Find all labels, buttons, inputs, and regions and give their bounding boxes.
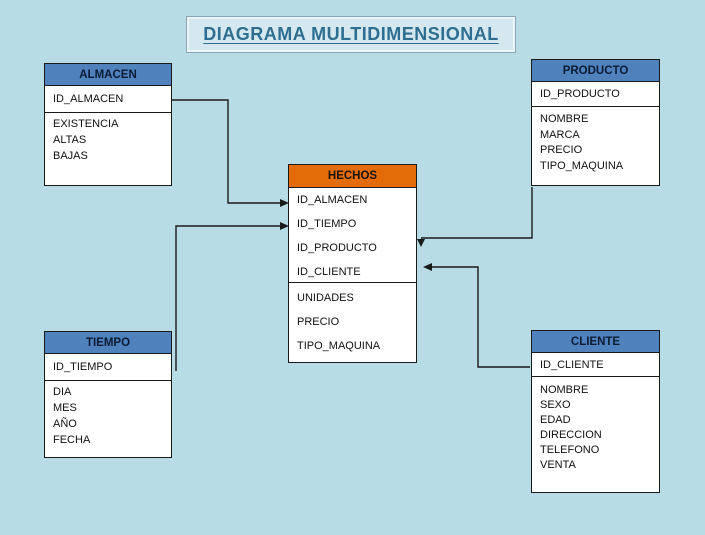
entity-tiempo-primary-key: ID_TIEMPO: [45, 354, 171, 381]
entity-tiempo-header: TIEMPO: [45, 332, 171, 354]
connector-tiempo-hechos: [175, 225, 281, 371]
field-label: AÑO: [53, 418, 77, 430]
entity-hechos[interactable]: HECHOS ID_ALMACEN ID_TIEMPO ID_PRODUCTO …: [288, 164, 417, 363]
foreign-key-label: ID_PRODUCTO: [297, 242, 377, 254]
foreign-key-label: ID_TIEMPO: [297, 218, 357, 230]
measure-label: UNIDADES: [297, 292, 354, 304]
entity-cliente-primary-key: ID_CLIENTE: [532, 353, 659, 377]
field-label: VENTA: [540, 459, 576, 471]
field-label: SEXO: [540, 399, 571, 411]
field-label: MARCA: [540, 128, 580, 141]
measure-label: TIPO_MAQUINA: [297, 340, 381, 352]
entity-hechos-foreign-keys: ID_ALMACEN ID_TIEMPO ID_PRODUCTO ID_CLIE…: [289, 188, 416, 283]
foreign-key-label: ID_ALMACEN: [297, 194, 368, 206]
diagram-title: DIAGRAMA MULTIDIMENSIONAL: [203, 24, 499, 44]
field-label: ALTAS: [53, 134, 87, 146]
entity-almacen[interactable]: ALMACEN ID_ALMACEN EXISTENCIA ALTAS BAJA…: [44, 63, 172, 186]
connector-cliente-hechos: [431, 266, 530, 368]
entity-almacen-header: ALMACEN: [45, 64, 171, 86]
arrowhead-cliente: [423, 263, 432, 271]
entity-hechos-header: HECHOS: [289, 165, 416, 188]
field-label: PRECIO: [540, 144, 583, 156]
field-label: TIPO_MAQUINA: [540, 159, 624, 172]
field-label: MES: [53, 402, 77, 414]
field-label: EXISTENCIA: [53, 118, 119, 130]
field-label: NOMBRE: [540, 113, 589, 125]
entity-almacen-attributes: EXISTENCIA ALTAS BAJAS: [45, 113, 171, 185]
entity-cliente-attributes: NOMBRE SEXO EDAD DIRECCION TELEFONO VENT…: [532, 377, 659, 492]
foreign-key-label: ID_CLIENTE: [297, 266, 361, 278]
field-label: FECHA: [53, 434, 91, 446]
arrowhead-producto: [417, 239, 425, 247]
entity-cliente-header: CLIENTE: [532, 331, 659, 353]
entity-hechos-measures: UNIDADES PRECIO TIPO_MAQUINA: [289, 283, 416, 362]
field-label: DIRECCION: [540, 429, 602, 441]
entity-producto[interactable]: PRODUCTO ID_PRODUCTO NOMBRE MARCA PRECIO…: [531, 59, 660, 186]
entity-producto-primary-key: ID_PRODUCTO: [532, 82, 659, 107]
entity-producto-header: PRODUCTO: [532, 60, 659, 82]
field-label: NOMBRE: [540, 384, 589, 396]
entity-almacen-primary-key: ID_ALMACEN: [45, 86, 171, 113]
diagram-title-box: DIAGRAMA MULTIDIMENSIONAL: [186, 16, 516, 53]
field-label: DIA: [53, 386, 72, 398]
field-label: BAJAS: [53, 150, 88, 162]
connector-almacen-hechos: [172, 99, 281, 204]
field-label: EDAD: [540, 414, 571, 426]
measure-label: PRECIO: [297, 316, 340, 328]
entity-cliente[interactable]: CLIENTE ID_CLIENTE NOMBRE SEXO EDAD DIRE…: [531, 330, 660, 493]
connector-producto-hechos: [421, 187, 533, 239]
entity-producto-attributes: NOMBRE MARCA PRECIO TIPO_MAQUINA: [532, 107, 659, 185]
field-label: TELEFONO: [540, 444, 600, 456]
entity-tiempo-attributes: DIA MES AÑO FECHA: [45, 381, 171, 457]
entity-tiempo[interactable]: TIEMPO ID_TIEMPO DIA MES AÑO FECHA: [44, 331, 172, 458]
